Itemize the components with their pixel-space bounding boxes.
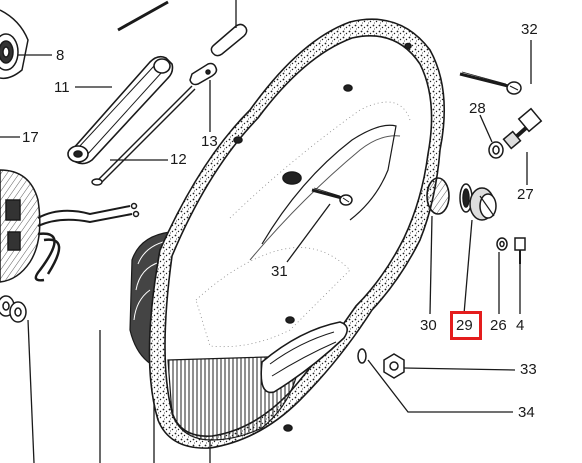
- nut-33: [383, 353, 405, 379]
- callout-11[interactable]: 11: [54, 79, 70, 96]
- badge-plate: [260, 321, 348, 394]
- seal-part: [0, 9, 29, 80]
- callout-29[interactable]: 29: [456, 317, 473, 334]
- callout-32[interactable]: 32: [521, 21, 538, 38]
- callout-8[interactable]: 8: [56, 47, 65, 64]
- screw-31: [311, 187, 353, 206]
- bolt-27: [502, 107, 543, 150]
- callout-12[interactable]: 12: [170, 151, 187, 168]
- stator-part: [0, 169, 140, 283]
- callout-17[interactable]: 17: [22, 129, 39, 146]
- lever-part: [67, 55, 174, 165]
- bolt-32: [459, 71, 522, 95]
- callout-28[interactable]: 28: [469, 100, 486, 117]
- washer-parts: [0, 295, 27, 323]
- callout-4[interactable]: 4: [516, 317, 525, 334]
- callout-30[interactable]: 30: [420, 317, 437, 334]
- callout-26[interactable]: 26: [490, 317, 507, 334]
- rod-part: [91, 85, 196, 186]
- leader-lines: [0, 0, 532, 463]
- washer-28: [488, 141, 504, 159]
- callout-33[interactable]: 33: [520, 361, 537, 378]
- washer-34: [357, 348, 367, 364]
- callout-31[interactable]: 31: [271, 263, 288, 280]
- bolt-4: [496, 237, 526, 264]
- callout-13[interactable]: 13: [201, 133, 218, 150]
- cable-part: [117, 0, 169, 32]
- callout-27[interactable]: 27: [517, 186, 534, 203]
- plug-29: [459, 183, 497, 221]
- primary-cover: [148, 18, 450, 449]
- callout-34[interactable]: 34: [518, 404, 535, 421]
- pin-parts: [189, 23, 248, 86]
